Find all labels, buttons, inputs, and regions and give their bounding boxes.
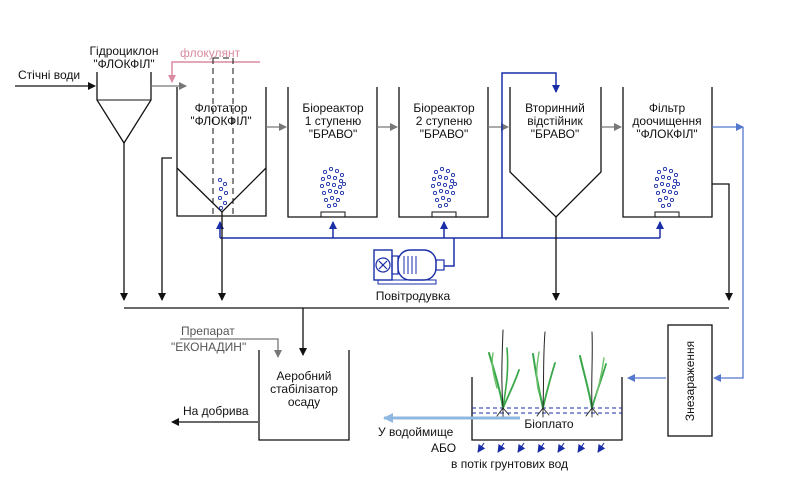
reed-plant-icon: [488, 329, 607, 418]
settler-label-line2: відстійник: [527, 114, 583, 128]
hydrocyclone-label-line2: "ФЛОКФІЛ": [93, 57, 154, 71]
flotator-tank: Флотатор "ФЛОКФІЛ": [176, 57, 267, 217]
filter-label-line2: доочищення: [632, 114, 701, 128]
bioreactor2-label-line2: 2 ступеню: [416, 114, 472, 128]
inflow: Стічні води: [15, 68, 96, 90]
blower-label: Повітродувка: [376, 289, 451, 303]
stabilizer-label-line3: осаду: [288, 395, 320, 409]
bioplato-label: Біоплато: [524, 417, 573, 431]
aeration-bubbles-icon: [430, 166, 458, 209]
bioreactor2-label-line1: Біореактор: [413, 101, 475, 115]
bioreactor1-tank: Біореактор 1 ступеню "БРАВО": [287, 87, 378, 218]
flotator-label-line2: "ФЛОКФІЛ": [190, 114, 251, 128]
blower-motor-icon: [373, 249, 445, 285]
bioreactor1-label-line3: "БРАВО": [309, 127, 358, 141]
stabilizer-label-line2: стабілізатор: [270, 382, 338, 396]
fertilizer-label: На добрива: [183, 404, 249, 418]
flocculant-label: флокулянт: [180, 46, 241, 60]
bioreactor2-label-line3: "БРАВО": [420, 127, 469, 141]
inflow-label: Стічні води: [18, 68, 80, 82]
air-distribution-lines: [216, 72, 664, 267]
bioreactor2-tank: Біореактор 2 ступеню "БРАВО": [398, 87, 489, 218]
hydrocyclone-label-line1: Гідроциклон: [90, 44, 159, 58]
settler-tank: Вторинний відстійник "БРАВО": [509, 87, 602, 218]
bioplato-bed: Біоплато: [471, 377, 623, 441]
settler-label-line1: Вторинний: [525, 101, 585, 115]
groundwater-label: в потік грунтових вод: [451, 457, 568, 471]
hydrocyclone: Гідроциклон "ФЛОКФІЛ": [90, 44, 159, 145]
filter-label-line1: Фільтр: [649, 101, 686, 115]
stabilizer-label-line1: Аеробний: [277, 369, 332, 383]
disinfection-unit: Знезараження: [667, 324, 713, 437]
preparation-label-line1: Препарат: [181, 324, 235, 338]
preparation-label-line2: "ЕКОНАДИН": [171, 340, 246, 354]
filter-tank: Фільтр доочищення "ФЛОКФІЛ": [622, 87, 713, 218]
filter-label-line3: "ФЛОКФІЛ": [636, 127, 697, 141]
aeration-bubbles-icon: [319, 166, 347, 209]
reservoir-label: У водоймище: [378, 425, 454, 439]
settler-label-line3: "БРАВО": [531, 127, 580, 141]
aeration-bubbles-icon: [653, 166, 681, 209]
bioreactor1-label-line2: 1 ступеню: [305, 114, 361, 128]
preparation-arrow: [180, 338, 282, 358]
bioreactor1-label-line1: Біореактор: [302, 101, 364, 115]
disinfection-label: Знезараження: [683, 341, 697, 421]
filter-to-disinfection-arrow: [713, 127, 744, 382]
flocculant-feed: флокулянт: [168, 46, 260, 83]
sludge-lines: [120, 143, 733, 356]
flotator-label-line1: Флотатор: [195, 101, 248, 115]
groundwater-seepage-arrows: [477, 442, 606, 453]
or-label: АБО: [431, 441, 456, 455]
aeration-bubbles-icon: [217, 177, 229, 211]
stabilizer-tank: Аеробний стабілізатор осаду: [258, 350, 350, 441]
preparation-feed: Препарат "ЕКОНАДИН": [171, 324, 282, 358]
flocculant-arrow: [168, 61, 260, 83]
